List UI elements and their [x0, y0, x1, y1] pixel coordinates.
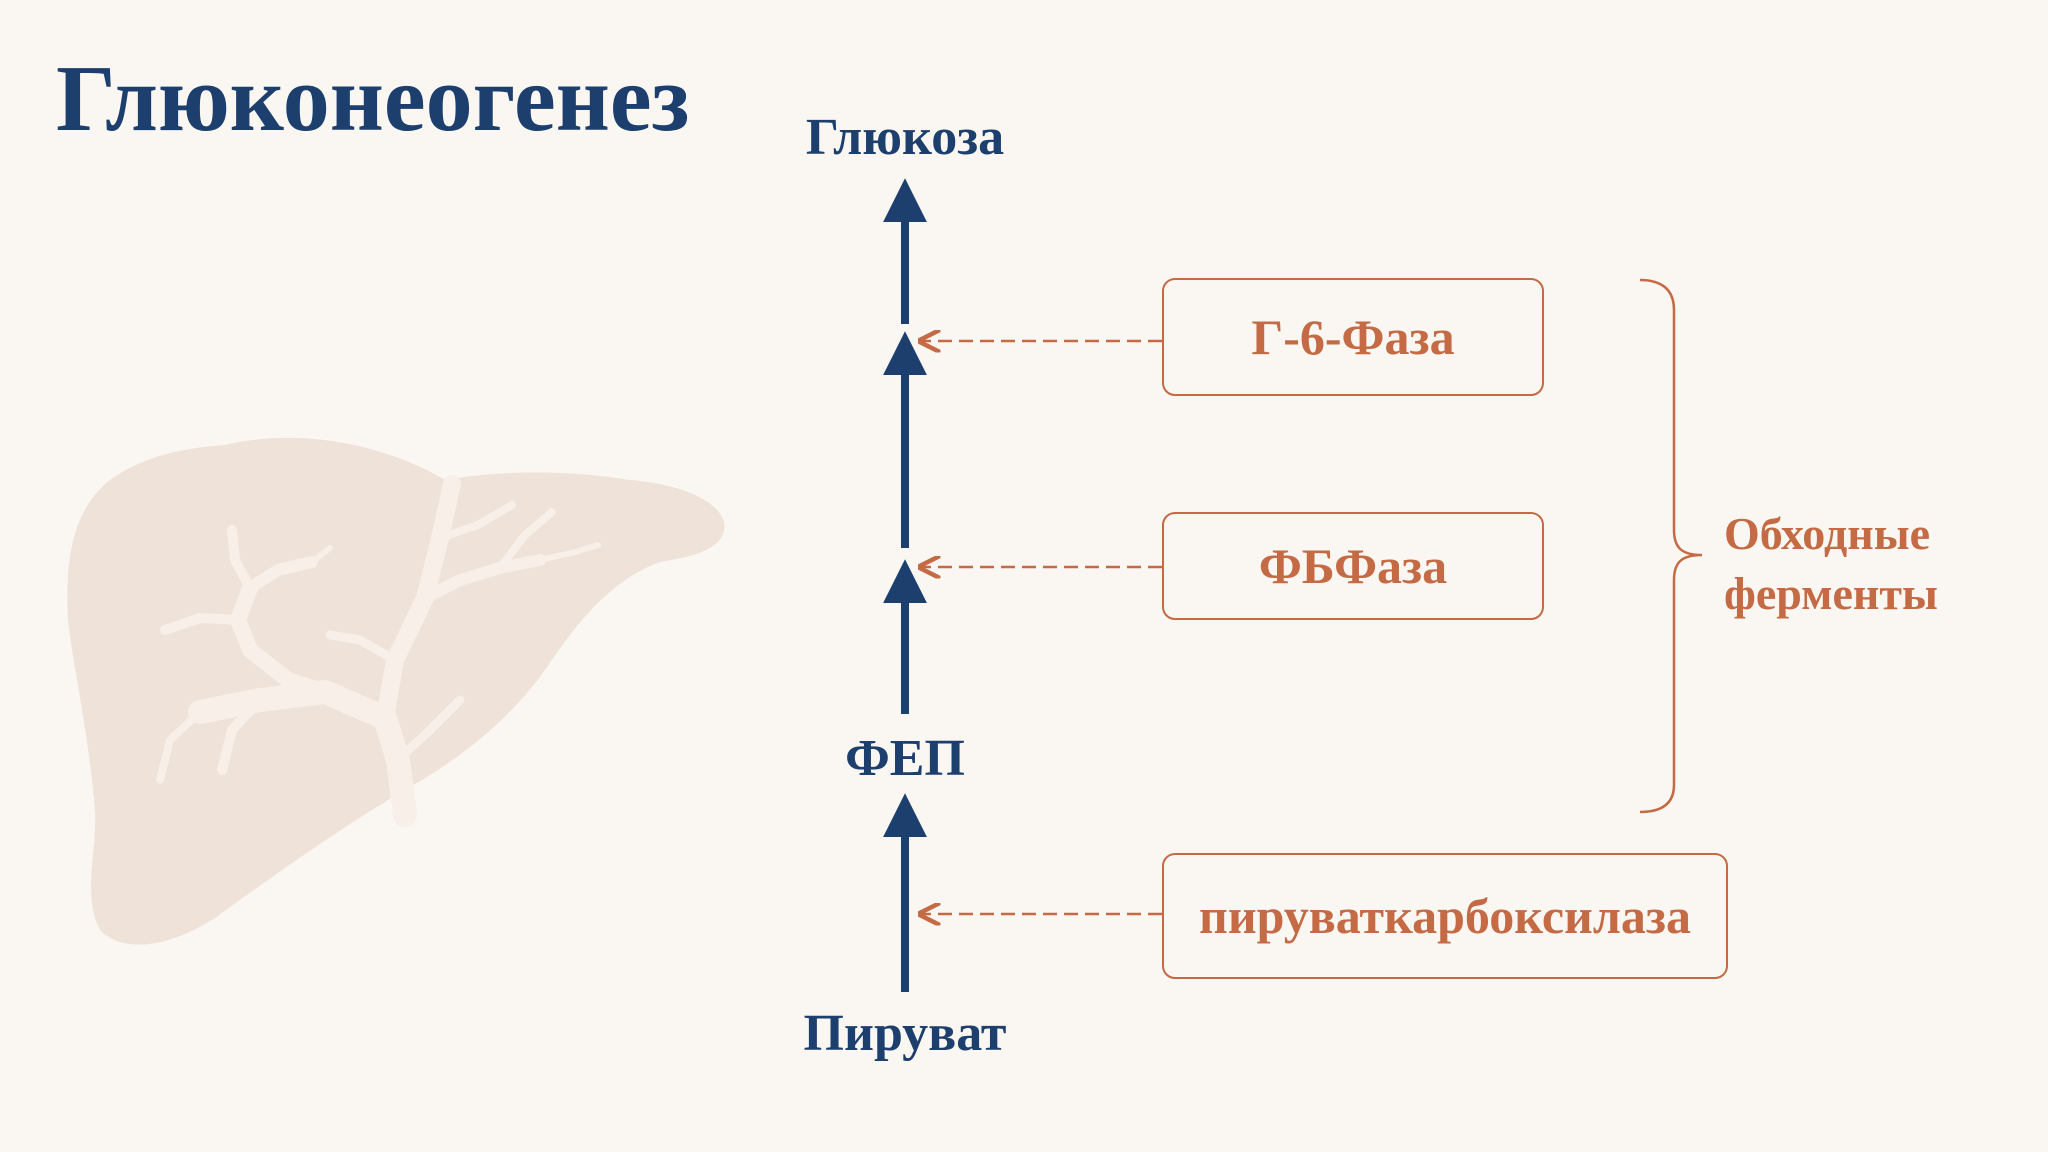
bypass-enzymes-label: Обходные ферменты — [1724, 504, 1938, 624]
label-pyruvate: Пируват — [803, 1005, 1007, 1062]
label-fep: ФЕП — [845, 730, 965, 787]
liver-vessels — [156, 475, 601, 827]
bypass-label-line1: Обходные — [1724, 508, 1931, 559]
enzyme-label-pyruvate-carboxylase: пируваткарбоксилаза — [1199, 888, 1691, 944]
enzyme-box-g6faza: Г-6-Фаза — [1162, 278, 1544, 396]
label-glucose: Глюкоза — [805, 109, 1005, 166]
enzyme-label-fbfaza: ФБФаза — [1258, 538, 1448, 594]
enzyme-label-g6faza: Г-6-Фаза — [1251, 309, 1455, 365]
enzyme-box-pyruvate-carboxylase: пируваткарбоксилаза — [1162, 853, 1728, 979]
enzyme-box-fbfaza: ФБФаза — [1162, 512, 1544, 620]
bypass-label-line2: ферменты — [1724, 568, 1938, 619]
page-title: Глюконеогенез — [56, 47, 690, 151]
curly-brace — [1639, 278, 1703, 814]
